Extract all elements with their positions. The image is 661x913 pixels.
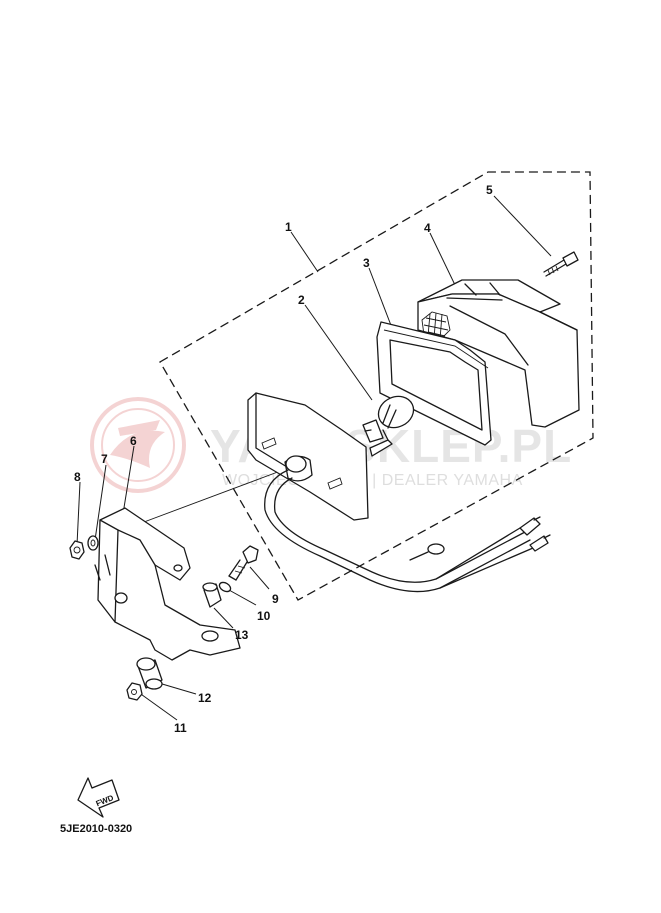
part-11-nut [126, 682, 143, 701]
callout-11: 11 [174, 721, 187, 735]
callout-12: 12 [198, 691, 212, 705]
callout-5: 5 [486, 183, 493, 197]
callout-9: 9 [272, 592, 279, 606]
part-13-collar [202, 582, 222, 608]
part-9-bolt [228, 545, 259, 581]
watermark-logo-icon [90, 397, 186, 493]
part-6-bracket [94, 507, 241, 661]
leader-lines [76, 195, 552, 721]
callout-2: 2 [298, 293, 305, 307]
part-8-nut [69, 540, 85, 560]
watermark-tagline: WOJCIECHOWSKI | DEALER YAMAHA [222, 472, 523, 489]
part-7-washer [87, 535, 99, 551]
callout-1: 1 [285, 220, 292, 234]
part-12-grommet [136, 657, 163, 690]
callout-8: 8 [74, 470, 81, 484]
assembly-outline [159, 171, 594, 601]
diagram-code: 5JE2010-0320 [60, 823, 132, 835]
fwd-arrow-icon: FWD [77, 777, 120, 818]
part-2-bulb [362, 395, 415, 443]
part-10-washer [218, 581, 232, 593]
callouts: 1 2 3 4 5 6 7 8 9 10 13 12 11 [74, 183, 493, 735]
callout-3: 3 [363, 256, 370, 270]
callout-13: 13 [235, 628, 249, 642]
part-4-lens [417, 279, 580, 428]
part-3-gasket [376, 321, 492, 446]
part-5-screw [543, 251, 579, 277]
wire-harness [264, 469, 551, 593]
callout-6: 6 [130, 434, 137, 448]
callout-10: 10 [257, 609, 271, 623]
lamp-base-plate [247, 392, 393, 521]
callout-7: 7 [101, 452, 108, 466]
callout-4: 4 [424, 221, 431, 235]
